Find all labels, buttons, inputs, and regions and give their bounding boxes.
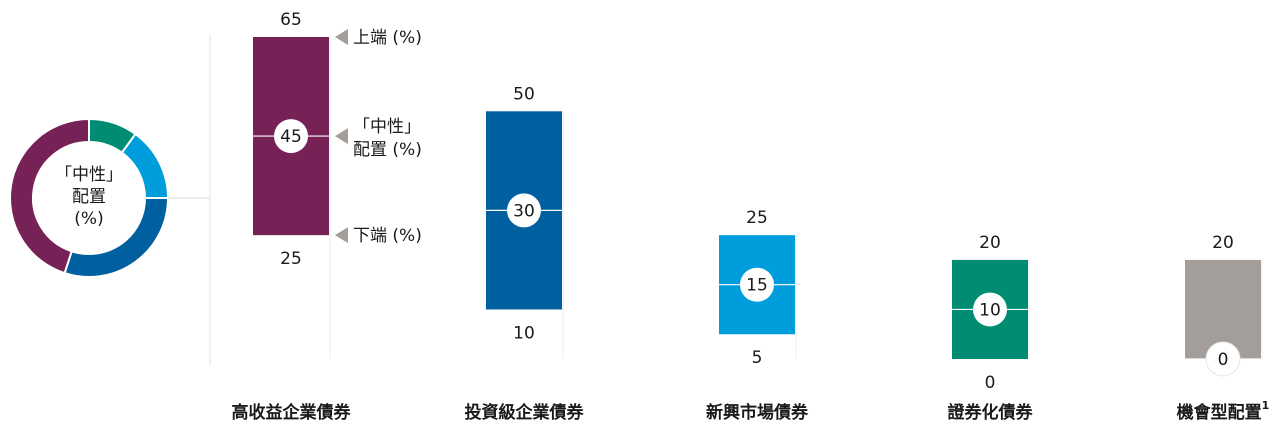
allocation-bars: 45 65 25 30 50 10 15 25 5 10 20 0 0 20 [253,10,1263,393]
donut-center-label: 配置 [72,187,106,207]
category-label: 高收益企業債券 [232,402,352,423]
category-label: 證券化債券 [948,402,1034,423]
high-value-label: 65 [280,10,302,30]
donut-connector [168,35,211,365]
high-value-label: 25 [746,208,768,228]
low-annotation: 下端 (%) [353,226,422,246]
category-label: 投資級企業債券 [465,402,585,423]
high-value-label: 50 [513,84,535,104]
low-pointer-icon [335,227,348,244]
low-value-label: 25 [280,249,302,269]
range-annotations: 上端 (%) 「中性」配置 (%) 下端 (%) [335,28,422,246]
neutral-value-label: 15 [746,276,768,296]
neutral-value-label: 45 [280,127,302,147]
high-annotation: 上端 (%) [353,28,422,48]
donut-slice [120,132,170,199]
neutral-marker [507,193,541,228]
donut-slice [9,117,90,275]
category-labels: 高收益企業債券 投資級企業債券 新興市場債券 證券化債券 機會型配置1 [232,399,1270,423]
neutral-annotation: 配置 (%) [353,140,422,160]
neutral-pointer-icon [335,128,348,145]
donut-center-label: (%) [74,209,103,229]
high-value-label: 20 [979,233,1001,253]
low-value-label: 10 [513,323,535,343]
neutral-value-label: 10 [979,300,1001,320]
low-value-label: 0 [985,373,996,393]
neutral-value-label: 30 [513,201,535,221]
high-pointer-icon [335,29,348,45]
donut-center-label: 「中性」 [55,165,123,185]
neutral-allocation-donut: 「中性」配置(%) [9,117,170,278]
neutral-annotation: 「中性」 [353,117,421,137]
high-value-label: 20 [1212,233,1234,253]
category-label: 新興市場債券 [706,402,809,423]
neutral-marker [274,119,308,154]
low-value-label: 5 [752,348,763,368]
neutral-marker [740,267,774,302]
neutral-marker [1205,341,1241,377]
category-label: 機會型配置1 [1177,399,1270,423]
neutral-marker [973,292,1007,327]
neutral-value-label: 0 [1218,350,1229,370]
